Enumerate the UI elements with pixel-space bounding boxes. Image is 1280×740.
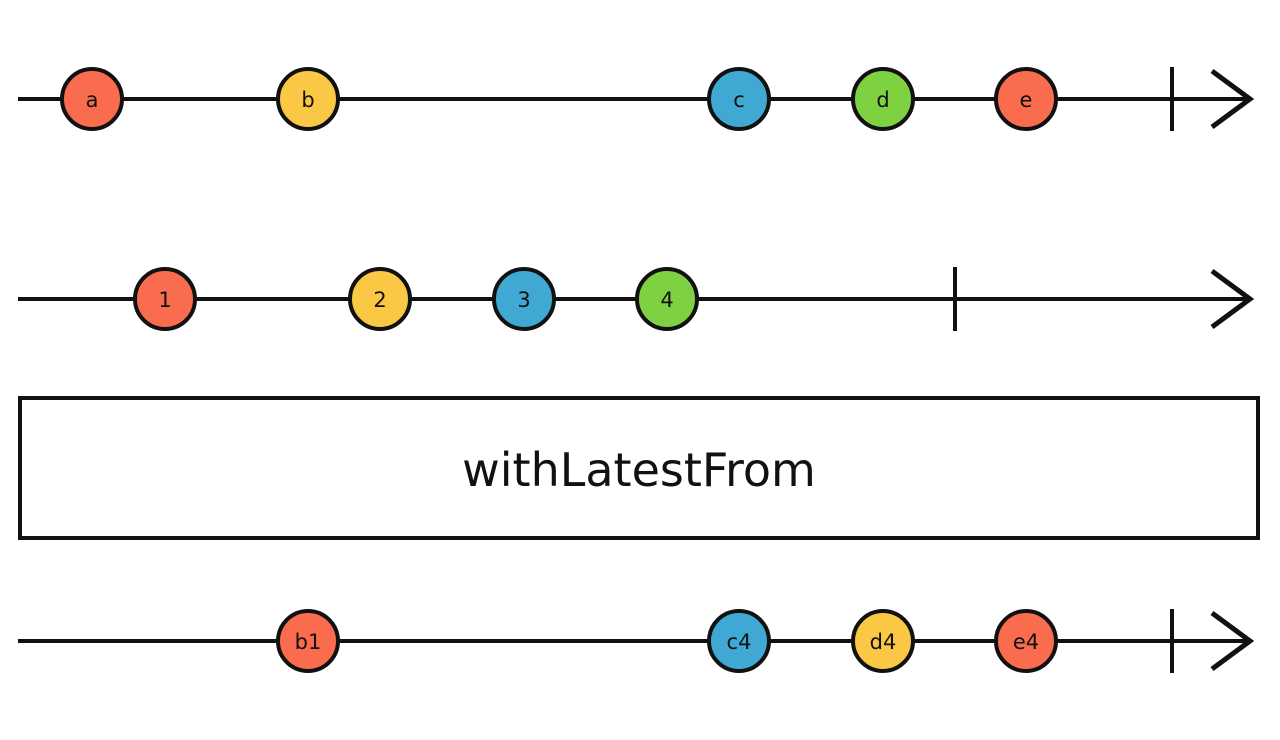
operator-box-group: withLatestFrom bbox=[18, 396, 1260, 540]
timeline-arrowhead bbox=[1210, 610, 1255, 672]
marble-e4[interactable]: e4 bbox=[994, 609, 1058, 673]
marble-label: b1 bbox=[295, 630, 322, 654]
marble-circle[interactable] bbox=[276, 67, 340, 131]
timeline-arrowhead bbox=[1210, 268, 1255, 330]
timeline-source-observable: a b c d e bbox=[18, 67, 1255, 131]
marble-label: a bbox=[86, 88, 99, 112]
operator-label: withLatestFrom bbox=[462, 443, 816, 497]
marble-1[interactable]: 1 bbox=[133, 267, 197, 331]
marble-circle[interactable] bbox=[635, 267, 699, 331]
marble-a[interactable]: a bbox=[60, 67, 124, 131]
marble-circle[interactable] bbox=[133, 267, 197, 331]
marble-e[interactable]: e bbox=[994, 67, 1058, 131]
marble-label: d bbox=[876, 88, 889, 112]
marble-3[interactable]: 3 bbox=[492, 267, 556, 331]
timelines-group: a b c d e 1 2 3 4 b1 c4 d4 e4 bbox=[18, 67, 1255, 673]
marble-b[interactable]: b bbox=[276, 67, 340, 131]
marble-label: c bbox=[733, 88, 745, 112]
marble-label: b bbox=[301, 88, 314, 112]
marble-c[interactable]: c bbox=[707, 67, 771, 131]
marble-label: e4 bbox=[1013, 630, 1039, 654]
operator-box bbox=[18, 396, 1260, 540]
marble-b1[interactable]: b1 bbox=[276, 609, 340, 673]
marble-label: 3 bbox=[517, 288, 530, 312]
marble-circle[interactable] bbox=[994, 67, 1058, 131]
timeline-inner-observable: 1 2 3 4 bbox=[18, 267, 1255, 331]
marble-c4[interactable]: c4 bbox=[707, 609, 771, 673]
marble-d[interactable]: d bbox=[851, 67, 915, 131]
marble-circle[interactable] bbox=[707, 609, 771, 673]
marble-label: 2 bbox=[373, 288, 386, 312]
marble-circle[interactable] bbox=[994, 609, 1058, 673]
marble-circle[interactable] bbox=[851, 609, 915, 673]
marble-label: c4 bbox=[727, 630, 752, 654]
marble-circle[interactable] bbox=[851, 67, 915, 131]
marble-label: d4 bbox=[870, 630, 897, 654]
marble-circle[interactable] bbox=[60, 67, 124, 131]
marble-label: 4 bbox=[660, 288, 673, 312]
marble-label: e bbox=[1020, 88, 1033, 112]
marble-circle[interactable] bbox=[276, 609, 340, 673]
marble-circle[interactable] bbox=[492, 267, 556, 331]
marble-circle[interactable] bbox=[707, 67, 771, 131]
timeline-arrowhead bbox=[1210, 68, 1255, 130]
timeline-result-observable: b1 c4 d4 e4 bbox=[18, 609, 1255, 673]
marble-circle[interactable] bbox=[348, 267, 412, 331]
marble-4[interactable]: 4 bbox=[635, 267, 699, 331]
marble-label: 1 bbox=[158, 288, 171, 312]
marble-d4[interactable]: d4 bbox=[851, 609, 915, 673]
marble-2[interactable]: 2 bbox=[348, 267, 412, 331]
